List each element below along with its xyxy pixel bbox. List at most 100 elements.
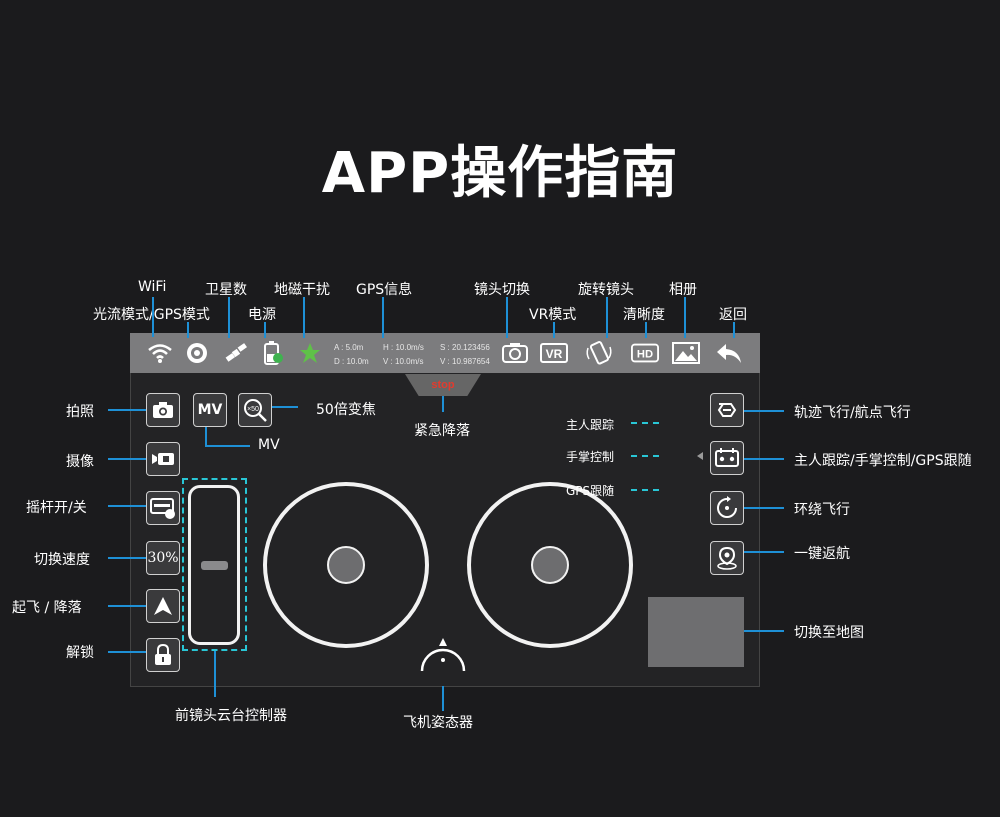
gps-s: S : 20.123456 (440, 343, 490, 352)
mode-pointer-icon (697, 452, 703, 460)
track-icon (717, 403, 737, 417)
label-satellites: 卫星数 (205, 282, 247, 298)
leader-gimbal (214, 651, 216, 697)
lens-switch-icon[interactable] (501, 340, 529, 366)
left-joystick-knob[interactable] (327, 546, 365, 584)
label-mv: MV (258, 437, 280, 453)
label-album: 相册 (669, 282, 697, 298)
mv-button[interactable]: MV (193, 393, 227, 427)
label-zoom50: 50倍变焦 (316, 402, 376, 418)
follow-mode-button[interactable] (710, 441, 744, 475)
leader-back (733, 322, 735, 338)
label-map: 切换至地图 (794, 625, 864, 641)
photo-button[interactable] (146, 393, 180, 427)
page-title: APP操作指南 (321, 141, 679, 206)
magnifier-icon: ×50 (244, 399, 267, 422)
leader-optical (187, 322, 189, 338)
label-orbit: 环绕飞行 (794, 502, 850, 518)
label-gps-info: GPS信息 (356, 282, 413, 298)
leader-zoom (272, 406, 298, 408)
leader-gps (382, 297, 384, 338)
zoom-text: ×50 (247, 406, 259, 413)
optical-flow-icon[interactable] (183, 340, 211, 366)
gimbal-slider[interactable] (188, 485, 240, 645)
track-flight-button[interactable] (710, 393, 744, 427)
orbit-flight-button[interactable] (710, 491, 744, 525)
mode-gps-dash (631, 489, 659, 491)
hd-icon-text: HD (637, 349, 653, 361)
vr-mode-icon[interactable]: VR (540, 340, 568, 366)
video-button[interactable] (146, 442, 180, 476)
label-lens-switch: 镜头切换 (474, 282, 530, 298)
leader-speed (108, 557, 146, 559)
leader-orbit (744, 507, 784, 509)
album-icon[interactable] (672, 340, 700, 366)
right-joystick[interactable] (467, 482, 633, 648)
left-joystick[interactable] (263, 482, 429, 648)
leader-photo (108, 409, 146, 411)
map-thumbnail[interactable] (648, 597, 744, 667)
speed-value: 30% (147, 550, 179, 566)
leader-rotate (606, 297, 608, 338)
label-stick: 摇杆开/关 (26, 500, 87, 516)
leader-mv-h (205, 445, 250, 447)
label-clarity: 清晰度 (623, 307, 665, 323)
takeoff-landing-button[interactable] (146, 589, 180, 623)
gps-h: H : 10.0m/s (383, 343, 424, 352)
geomagnetic-icon (296, 340, 324, 366)
speed-button[interactable]: 30% (146, 541, 180, 575)
mode-gps-follow: GPS跟随 (566, 484, 615, 498)
right-joystick-knob[interactable] (531, 546, 569, 584)
joystick-toggle-icon (150, 498, 175, 519)
rotate-lens-icon[interactable] (585, 340, 613, 366)
label-rth: 一键返航 (794, 546, 850, 562)
gps-v2: V : 10.987654 (440, 357, 490, 366)
mode-follow: 主人跟踪 (566, 418, 615, 432)
leader-video (108, 458, 146, 460)
label-vr-mode: VR模式 (529, 307, 577, 323)
mode-palm-dash (631, 455, 659, 457)
attitude-indicator (418, 637, 468, 677)
unlock-button[interactable] (146, 638, 180, 672)
leader-attitude (442, 686, 444, 711)
video-camera-icon (152, 453, 174, 465)
hd-icon[interactable]: HD (631, 340, 659, 366)
gimbal-highlight (182, 478, 247, 651)
mode-follow-dash (631, 422, 659, 424)
gimbal-handle[interactable] (201, 561, 228, 570)
zoom-button[interactable]: ×50 (238, 393, 272, 427)
orbit-icon (717, 496, 737, 518)
return-home-button[interactable] (710, 541, 744, 575)
battery-icon (259, 340, 287, 366)
gps-a: A : 5.0m (334, 343, 364, 352)
gps-v: V : 10.0m/s (383, 357, 424, 366)
mv-button-text: MV (197, 402, 223, 418)
mode-palm: 手掌控制 (566, 450, 615, 464)
leader-satellites (228, 297, 230, 338)
label-takeoff: 起飞 / 降落 (12, 600, 82, 616)
label-power: 电源 (248, 307, 276, 323)
camera-icon (153, 402, 173, 418)
label-gimbal: 前镜头云台控制器 (175, 708, 287, 724)
leader-lens (506, 297, 508, 338)
label-attitude: 飞机姿态器 (403, 715, 473, 731)
leader-clarity (645, 322, 647, 338)
lock-icon (155, 644, 171, 665)
label-emergency: 紧急降落 (414, 423, 470, 439)
leader-stick (108, 505, 146, 507)
leader-stop (442, 396, 444, 412)
label-rotate-lens: 旋转镜头 (578, 282, 634, 298)
leader-unlock (108, 651, 146, 653)
label-geomagnetic: 地磁干扰 (274, 282, 330, 298)
home-pin-icon (717, 546, 737, 570)
emergency-stop-button[interactable]: stop (405, 374, 481, 396)
vr-icon-text: VR (546, 347, 563, 361)
label-photo: 拍照 (66, 404, 94, 420)
leader-track (744, 410, 784, 412)
label-follow-modes: 主人跟踪/手掌控制/GPS跟随 (794, 453, 972, 469)
label-unlock: 解锁 (66, 645, 94, 661)
back-icon[interactable] (715, 340, 743, 366)
wifi-icon (146, 340, 174, 366)
stick-toggle-button[interactable] (146, 491, 180, 525)
label-speed: 切换速度 (34, 552, 90, 568)
